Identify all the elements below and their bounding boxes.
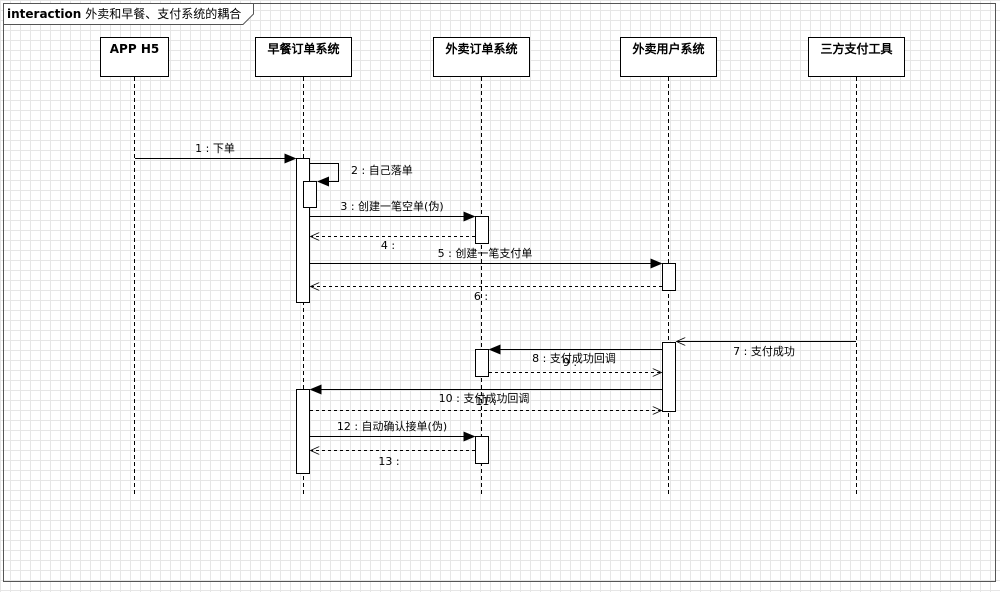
message-label: 2 : 自己落单 — [351, 164, 413, 177]
message-11[interactable]: 11 : — [310, 395, 662, 411]
message-5[interactable]: 5 : 创建一笔支付单 — [310, 246, 663, 269]
message-13[interactable]: 13 : — [311, 451, 476, 469]
message-label: 1 : 下单 — [195, 142, 235, 155]
message-3[interactable]: 3 : 创建一笔空单(伪) — [310, 199, 476, 222]
activation-breakfast-2 — [296, 389, 310, 474]
lifeline-takeout-user[interactable]: 外卖用户系统 — [620, 37, 717, 496]
interaction-frame — [3, 3, 996, 582]
frame-name: 外卖和早餐、支付系统的耦合 — [85, 6, 241, 21]
message-label: 8 : 支付成功回调 — [532, 352, 616, 365]
frame-title-tab — [3, 3, 254, 25]
message-label: 5 : 创建一笔支付单 — [438, 246, 533, 260]
message-label: 12 : 自动确认接单(伪) — [337, 420, 447, 433]
activation-takeout-order-3 — [475, 436, 489, 464]
message-label: 3 : 创建一笔空单(伪) — [340, 199, 443, 213]
message-8[interactable]: 8 : 支付成功回调 — [488, 344, 663, 366]
message-label: 13 : — [378, 455, 399, 468]
message-label: 7 : 支付成功 — [733, 345, 795, 358]
message-4[interactable]: 4 : — [311, 237, 476, 253]
lifeline-breakfast-order[interactable]: 早餐订单系统 — [255, 37, 352, 496]
activation-takeout-order-1 — [475, 216, 489, 244]
message-12[interactable]: 12 : 自动确认接单(伪) — [310, 420, 476, 442]
message-label: 11 : — [475, 395, 496, 408]
message-1[interactable]: 1 : 下单 — [135, 142, 297, 164]
activation-takeout-user-1 — [662, 263, 676, 291]
frame-title: interaction 外卖和早餐、支付系统的耦合 — [7, 6, 241, 21]
activation-takeout-order-2 — [475, 349, 489, 377]
lifeline-app[interactable]: APP H5 — [100, 37, 169, 496]
message-2[interactable]: 2 : 自己落单 — [310, 163, 413, 187]
activation-breakfast-1 — [296, 158, 310, 303]
message-9[interactable]: 9 : — [489, 356, 662, 373]
activation-takeout-user-2 — [662, 342, 676, 412]
frame-keyword: interaction — [7, 7, 81, 21]
activation-breakfast-self — [303, 181, 317, 208]
lifeline-label: 三方支付工具 — [820, 41, 892, 56]
lifeline-label: 早餐订单系统 — [267, 41, 339, 56]
lifeline-label: 外卖用户系统 — [632, 41, 704, 56]
message-7[interactable]: 7 : 支付成功 — [677, 342, 857, 359]
lifeline-label: 外卖订单系统 — [445, 41, 517, 56]
message-10[interactable]: 10 : 支付成功回调 — [309, 384, 663, 406]
message-label: 10 : 支付成功回调 — [439, 392, 530, 405]
message-label: 6 : — [474, 290, 488, 303]
lifeline-third-party-pay[interactable]: 三方支付工具 — [808, 37, 905, 496]
message-label: 4 : — [381, 239, 395, 252]
message-6[interactable]: 6 : — [311, 287, 663, 304]
message-label: 9 : — [563, 356, 577, 369]
lifeline-takeout-order[interactable]: 外卖订单系统 — [433, 37, 530, 496]
lifeline-label: APP H5 — [110, 42, 159, 56]
